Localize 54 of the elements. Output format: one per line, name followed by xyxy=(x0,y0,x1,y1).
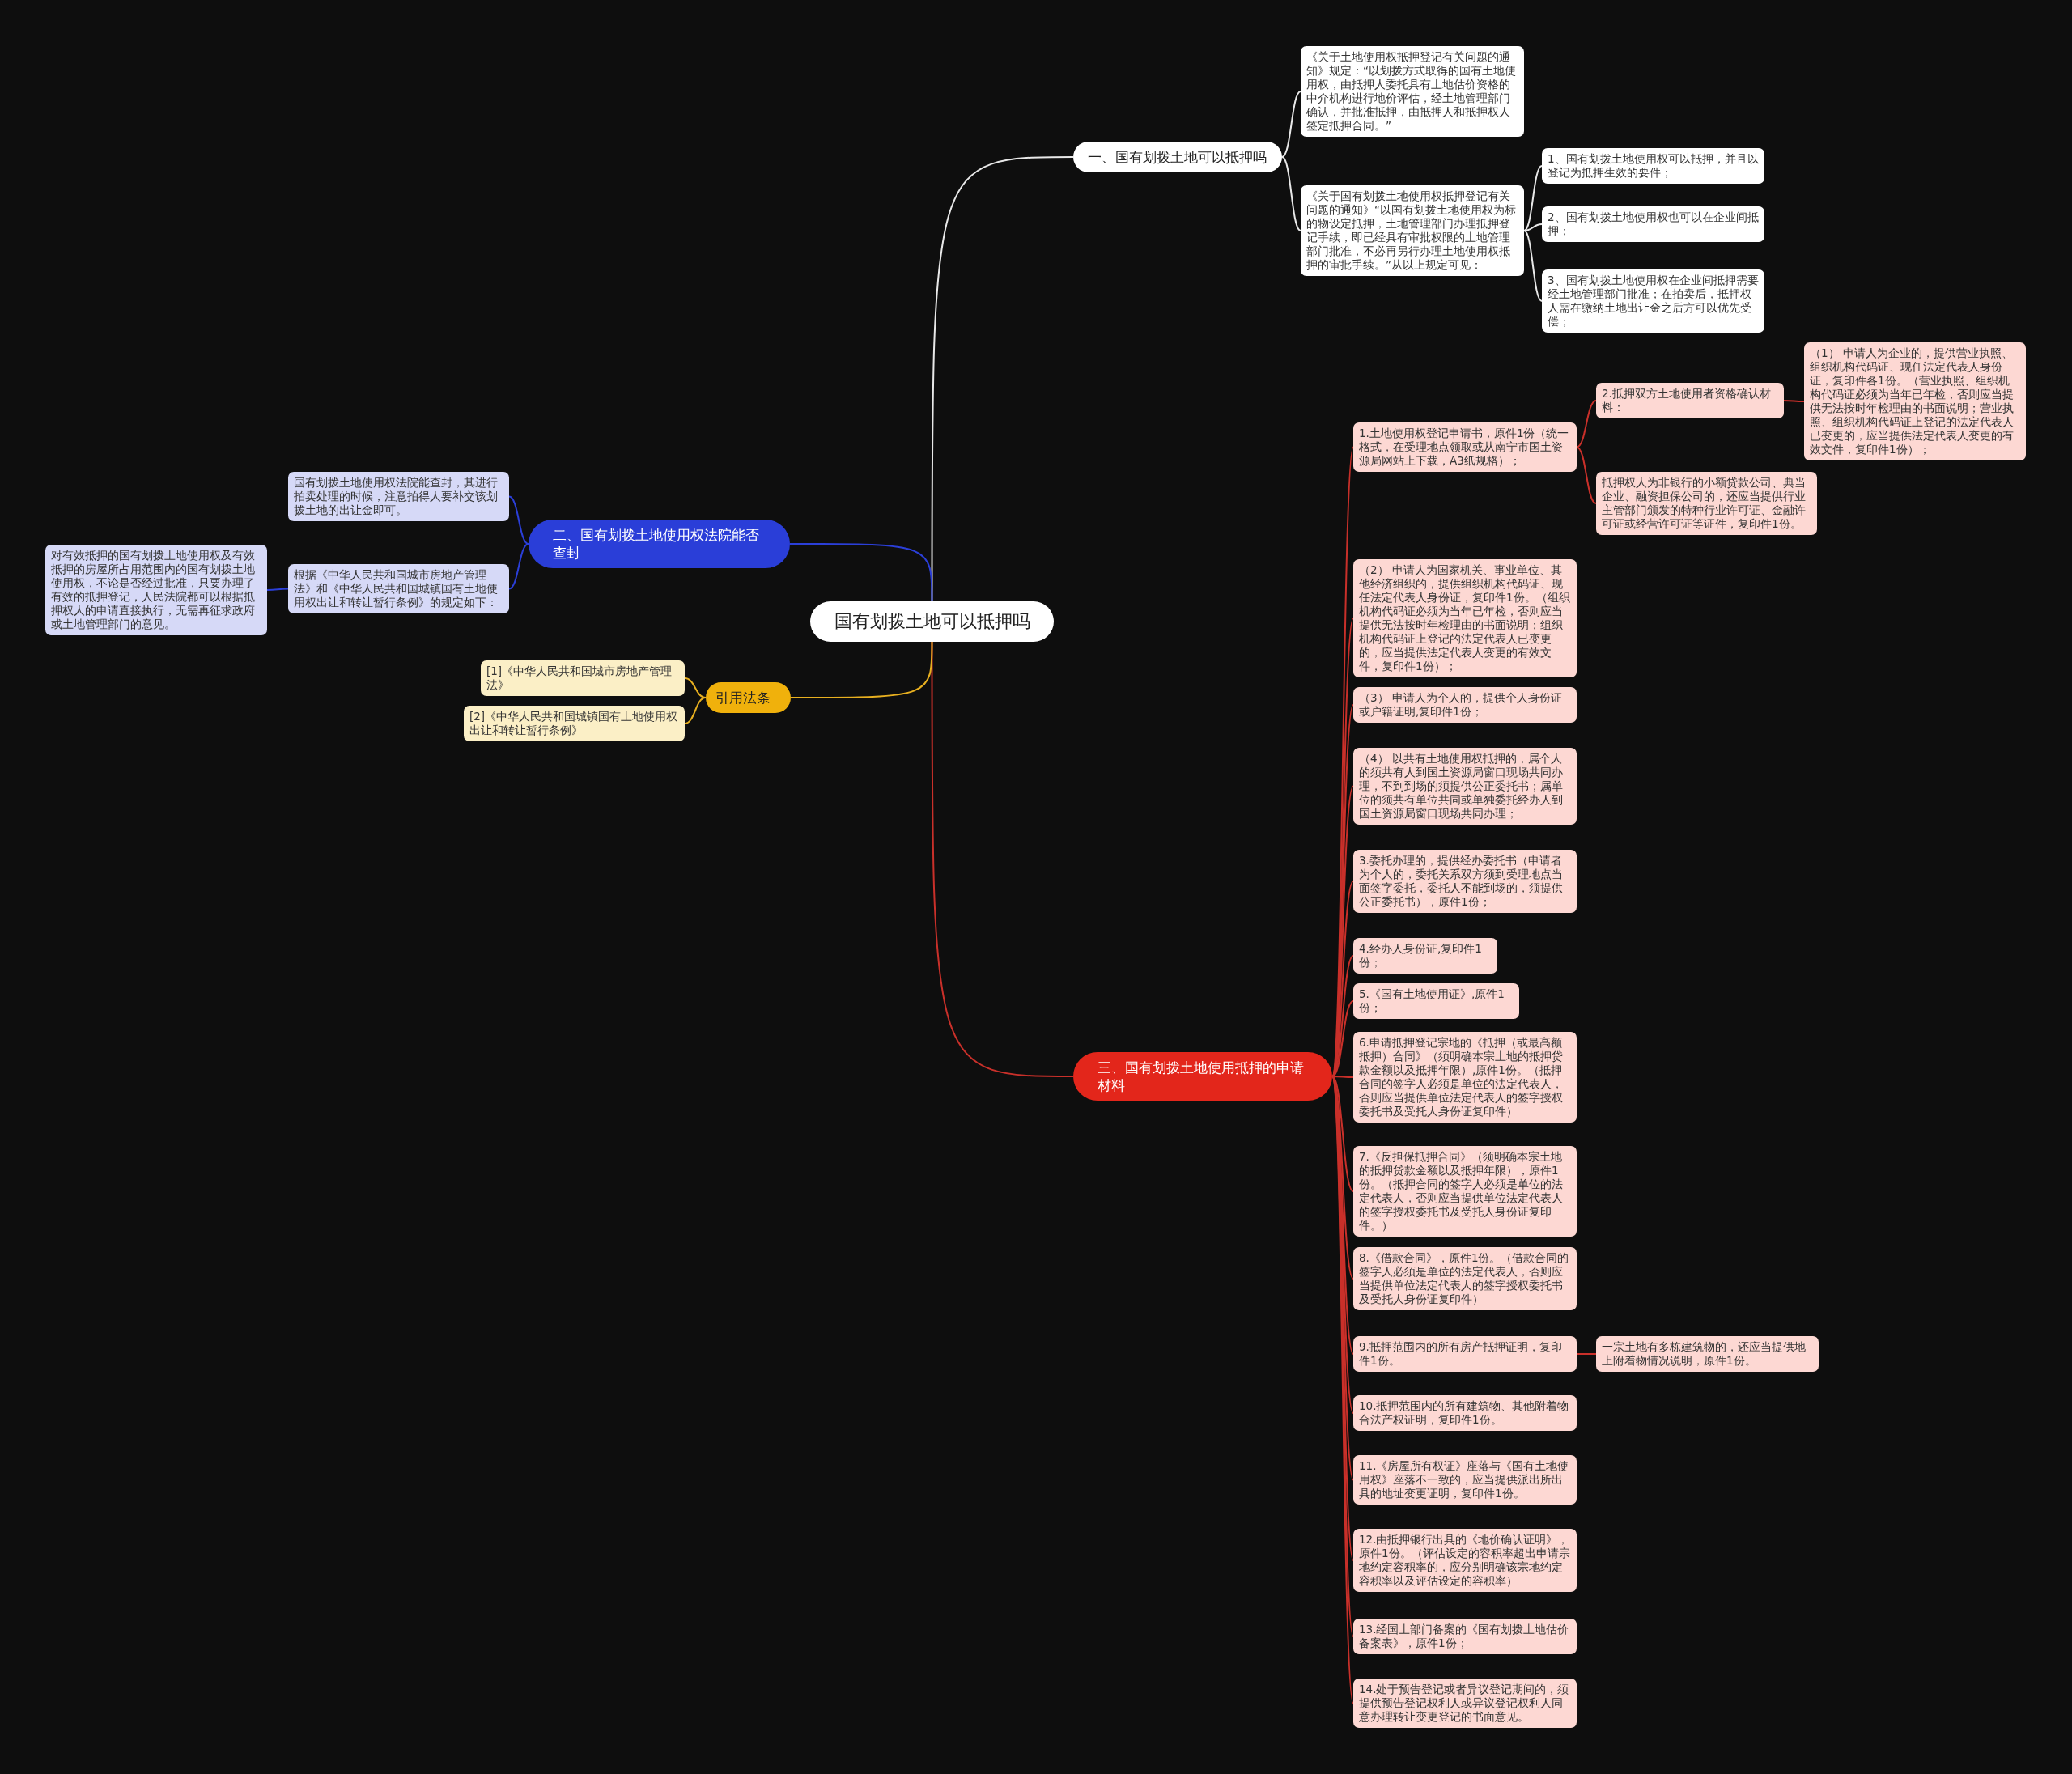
connector-line xyxy=(266,588,289,591)
connector-line xyxy=(790,641,933,698)
connector-line xyxy=(1523,230,1543,302)
topic-box: 根据《中华人民共和国城市房地产管理法》和《中华人民共和国城镇国有土地使用权出让和转让暂行条例》的规定如下： xyxy=(288,564,509,613)
topic-box: （4） 以共有土地使用权抵押的，属个人的须共有人到国土资源局窗口现场共同办理，不到到场的须提供公正委托书；属单位的须共有单位共同或单独委托经办人到国土资源局窗口现场共同办理； xyxy=(1353,748,1577,825)
topic-box: 2、国有划拨土地使用权也可以在企业间抵押； xyxy=(1542,206,1764,242)
branch-topic: 引用法条 xyxy=(706,682,791,713)
topic-box: [1]《中华人民共和国城市房地产管理法》 xyxy=(481,660,685,696)
connector-line xyxy=(1331,1076,1354,1078)
connector-line xyxy=(1281,91,1301,158)
connector-line xyxy=(1523,223,1543,231)
topic-box: 《关于国有划拨土地使用权抵押登记有关问题的通知》“以国有划拨土地使用权为标的物设定抵押，土地管理部门办理抵押登记手续，即已经具有审批权限的土地管理部门批准，不必再另行办理土地使用权抵押的审批手续。”从以上规定可见： xyxy=(1301,185,1524,276)
topic-box: 3.委托办理的，提供经办委托书（申请者为个人的，委托关系双方须到受理地点当面签字委托，委托人不能到场的，须提供公正委托书），原件1份； xyxy=(1353,850,1577,913)
connector-line xyxy=(508,543,529,590)
topic-box: 5.《国有土地使用证》,原件1份； xyxy=(1353,983,1519,1019)
topic-box: 抵押权人为非银行的小额贷款公司、典当企业、融资担保公司的，还应当提供行业主管部门颁发的特种行业许可证、金融许可证或经营许可证等证件，复印件1份。 xyxy=(1596,472,1817,535)
connector-line xyxy=(1331,1076,1354,1192)
topic-box: 7.《反担保抵押合同》（须明确本宗土地的抵押贷款金额以及抵押年限），原件1份。（抵押合同的签字人必须是单位的法定代表人，否则应当提供单位法定代表人的签字授权委托书及受托人身份证复印件。） xyxy=(1353,1146,1577,1237)
topic-box: 2.抵押双方土地使用者资格确认材料： xyxy=(1596,383,1784,418)
connector-line xyxy=(1576,400,1597,448)
topic-box: 9.抵押范围内的所有房产抵押证明，复印件1份。 xyxy=(1353,1336,1577,1372)
connector-line xyxy=(684,697,707,724)
topic-box: 13.经国土部门备案的《国有划拨土地估价备案表》，原件1份； xyxy=(1353,1619,1577,1654)
topic-box: 11.《房屋所有权证》座落与《国有土地使用权》座落不一致的，应当提供派出所出具的地址变更证明，复印件1份。 xyxy=(1353,1455,1577,1505)
topic-box: 12.由抵押银行出具的《地价确认证明》，原件1份。（评估设定的容积率超出申请宗地约定容积率的，应分别明确该宗地约定容积率以及评估设定的容积率） xyxy=(1353,1529,1577,1592)
topic-box: [2]《中华人民共和国城镇国有土地使用权出让和转让暂行条例》 xyxy=(464,706,685,741)
connector-line xyxy=(1331,1000,1354,1077)
topic-box: 对有效抵押的国有划拨土地使用权及有效抵押的房屋所占用范围内的国有划拨土地使用权，不论是否经过批准，只要办理了有效的抵押登记，人民法院都可以根据抵押权人的申请直接执行，无需再征求政府或土地管理部门的意见。 xyxy=(45,545,267,635)
connector-line xyxy=(508,495,529,545)
topic-box: 6.申请抵押登记宗地的《抵押（或最高额抵押）合同》（须明确本宗土地的抵押贷款金额以及抵押年限）,原件1份。（抵押合同的签字人必须是单位的法定代表人，否则应当提供单位法定代表人的签字授权委托书及受托人身份证复印件） xyxy=(1353,1032,1577,1123)
topic-box: 1、国有划拨土地使用权可以抵押，并且以登记为抵押生效的要件； xyxy=(1542,148,1764,184)
topic-box: 14.处于预告登记或者异议登记期间的，须提供预告登记权利人或异议登记权利人同意办理转让变更登记的书面意见。 xyxy=(1353,1679,1577,1728)
connector-line xyxy=(1576,1353,1597,1355)
topic-box: 1.土地使用权登记申请书，原件1份（统一格式，在受理地点领取或从南宁市国土资源局网站上下载，A3纸规格）； xyxy=(1353,422,1577,472)
topic-box: （3） 申请人为个人的，提供个人身份证或户籍证明,复印件1份； xyxy=(1353,687,1577,723)
branch-topic: 三、国有划拨土地使用抵押的申请材料 xyxy=(1073,1052,1332,1101)
topic-box: 8.《借款合同》，原件1份。（借款合同的签字人必须是单位的法定代表人，否则应当提供单位法定代表人的签字授权委托书及受托人身份证复印件） xyxy=(1353,1247,1577,1310)
topic-box: （1） 申请人为企业的，提供营业执照、组织机构代码证、现任法定代表人身份证，复印件各1份。（营业执照、组织机构代码证必须为当年已年检，否则应当提供无法按时年检理由的书面说明；营业执照、组织机构代码证上登记的法定代表人已变更的，应当提供法定代表人变更的有效文件，复印件1份）； xyxy=(1804,342,2026,460)
topic-box: （2） 申请人为国家机关、事业单位、其他经济组织的，提供组织机构代码证、现任法定代表人身份证，复印件1份。（组织机构代码证必须为当年已年检，否则应当提供无法按时年检理由的书面说明；组织机构代码证上登记的法定代表人已变更的，应当提供法定代表人变更的有效文件，复印件1份）； xyxy=(1353,559,1577,677)
connector-line xyxy=(931,641,1074,1077)
root-topic: 国有划拨土地可以抵押吗 xyxy=(810,601,1054,642)
connector-line xyxy=(1576,446,1597,504)
topic-box: 《关于土地使用权抵押登记有关问题的通知》规定：“以划拨方式取得的国有土地使用权，由抵押人委托具有土地估价资格的中介机构进行地价评估，经土地管理部门确认，并批准抵押，由抵押人和抵押权人签定抵押合同。” xyxy=(1301,46,1524,137)
connector-line xyxy=(1783,400,1805,402)
topic-box: 3、国有划拨土地使用权在企业间抵押需要经土地管理部门批准；在拍卖后，抵押权人需在缴纳土地出让金之后方可以优先受偿； xyxy=(1542,269,1764,333)
connector-line xyxy=(1523,165,1543,231)
topic-box: 4.经办人身份证,复印件1份； xyxy=(1353,938,1497,974)
branch-topic: 二、国有划拨土地使用权法院能否查封 xyxy=(529,520,790,568)
connector-line xyxy=(1281,156,1301,231)
branch-topic: 一、国有划拨土地可以抵押吗 xyxy=(1073,142,1282,172)
topic-box: 国有划拨土地使用权法院能查封，其进行拍卖处理的时候，注意拍得人要补交该划拨土地的出让金即可。 xyxy=(288,472,509,521)
topic-box: 一宗土地有多栋建筑物的，还应当提供地上附着物情况说明，原件1份。 xyxy=(1596,1336,1819,1372)
connector-line xyxy=(789,543,933,602)
topic-box: 10.抵押范围内的所有建筑物、其他附着物合法产权证明，复印件1份。 xyxy=(1353,1395,1577,1431)
